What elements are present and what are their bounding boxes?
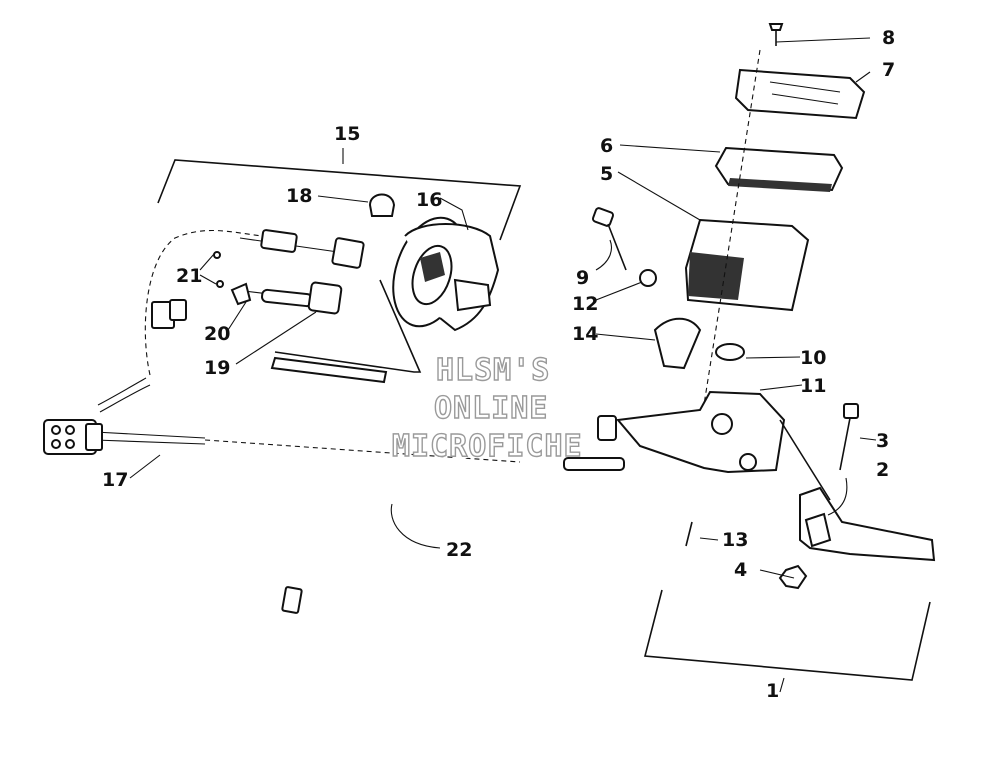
callout-15: 15 [334,123,360,145]
callout-14: 14 [572,323,598,345]
callout-3: 3 [876,430,889,452]
watermark-line-1: HLSM'S [436,353,550,388]
callout-13: 13 [722,529,748,551]
callout-11: 11 [800,375,826,397]
watermark-line-3: MICROFICHE [392,429,583,464]
watermark: HLSM'S ONLINE MICROFICHE [391,352,583,464]
leader-lines [129,37,877,693]
callout-8: 8 [882,27,895,49]
callout-22: 22 [446,539,472,561]
callout-6: 6 [600,135,613,157]
watermark-line-2: ONLINE [434,391,548,426]
wiring-harness [43,229,521,463]
callout-21: 21 [176,265,202,287]
callout-19: 19 [204,357,230,379]
brake-cable [281,415,625,614]
callout-12: 12 [572,293,598,315]
callout-10: 10 [800,347,826,369]
callout-20: 20 [204,323,230,345]
bracket-1 [643,589,931,681]
callout-5: 5 [600,163,613,185]
callout-2: 2 [876,459,889,481]
switch-housing [392,216,500,332]
callout-1: 1 [766,680,779,702]
callout-17: 17 [102,469,128,491]
callout-9: 9 [576,267,589,289]
callout-16: 16 [416,189,442,211]
callout-18: 18 [286,185,312,207]
callout-4: 4 [734,559,747,581]
callout-7: 7 [882,59,895,81]
switch-components [213,193,396,384]
master-cylinder [591,23,936,590]
callout-labels: 1 2 3 4 5 6 7 8 9 10 11 12 13 14 15 16 1… [102,27,895,702]
bracket-15 [157,159,522,373]
